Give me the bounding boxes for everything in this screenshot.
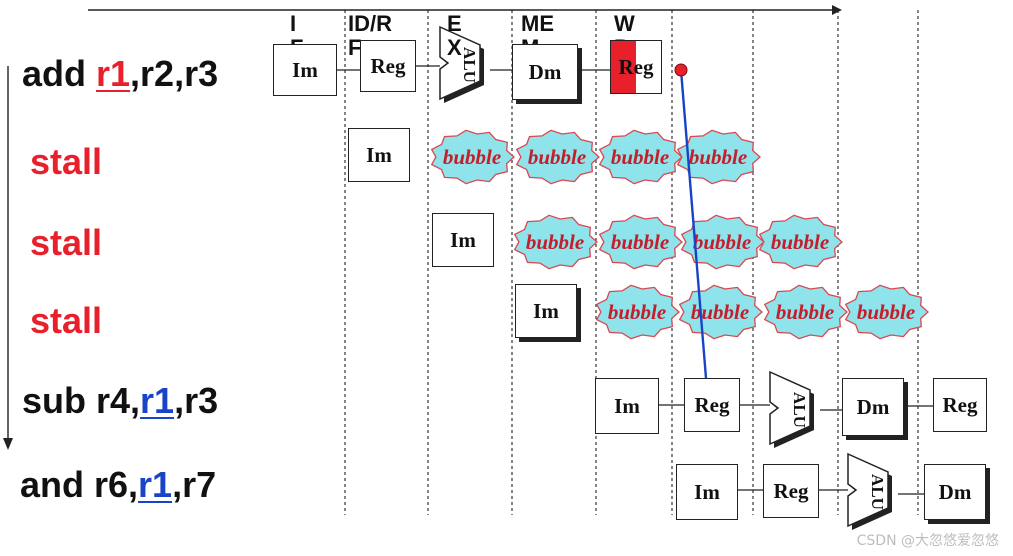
source-register: r1 [140,380,175,421]
bubble: bubble [515,129,600,185]
alu-unit: ALU [439,25,484,103]
bubble-label: bubble [689,145,747,169]
bubble-label: bubble [608,300,666,324]
bubble: bubble [678,284,763,340]
im-unit: Im [273,44,337,96]
alu-label: ALU [460,47,479,83]
watermark: CSDN @大忽悠爱忽悠 [856,533,999,549]
alu-label: ALU [868,474,887,510]
phase-label-ex: E X [447,11,462,60]
bubble-label: bubble [693,230,751,254]
dm-unit: Dm [924,464,986,520]
order-arrow-head [3,438,13,450]
instruction-add: add r1,r2,r3 [22,53,219,94]
im-unit: Im [432,213,494,267]
bubble: bubble [676,129,761,185]
im-unit: Im [595,378,659,434]
instruction-and: and r6,r1,r7 [20,464,217,505]
instruction-stall-3: stall [30,300,103,341]
bubble: bubble [758,214,843,270]
phase-label-id: ID/R F [348,11,392,60]
bubble-label: bubble [611,230,669,254]
reg-unit-writeback: Reg [610,40,662,94]
source-register: r1 [138,464,173,505]
alu-unit: ALU [847,452,892,530]
bubble-label: bubble [443,145,501,169]
bubble: bubble [430,129,515,185]
reg-unit: Reg [360,40,416,92]
bubble: bubble [513,214,598,270]
reg-unit: Reg [933,378,987,432]
bubble-label: bubble [857,300,915,324]
bubble: bubble [844,284,929,340]
bubble-label: bubble [611,145,669,169]
bubble: bubble [595,284,680,340]
reg-unit: Reg [684,378,740,432]
dm-unit: Dm [842,378,904,436]
dest-register: r1 [96,53,131,94]
alu-label: ALU [790,392,809,428]
bubble: bubble [763,284,848,340]
instruction-sub: sub r4,r1,r3 [22,380,219,421]
bubble: bubble [680,214,765,270]
time-arrow-head [832,5,842,15]
bubble-label: bubble [771,230,829,254]
im-unit: Im [515,284,577,338]
dm-unit: Dm [512,44,578,100]
bubble: bubble [598,129,683,185]
bubble: bubble [598,214,683,270]
reg-unit: Reg [763,464,819,518]
dependency-start-dot [674,63,688,77]
bubble-label: bubble [528,145,586,169]
bubble-label: bubble [776,300,834,324]
dependency-line [679,69,708,379]
im-unit: Im [348,128,410,182]
im-unit: Im [676,464,738,520]
instruction-stall-1: stall [30,141,103,182]
bubble-label: bubble [526,230,584,254]
instruction-stall-2: stall [30,222,103,263]
alu-unit: ALU [769,370,814,448]
